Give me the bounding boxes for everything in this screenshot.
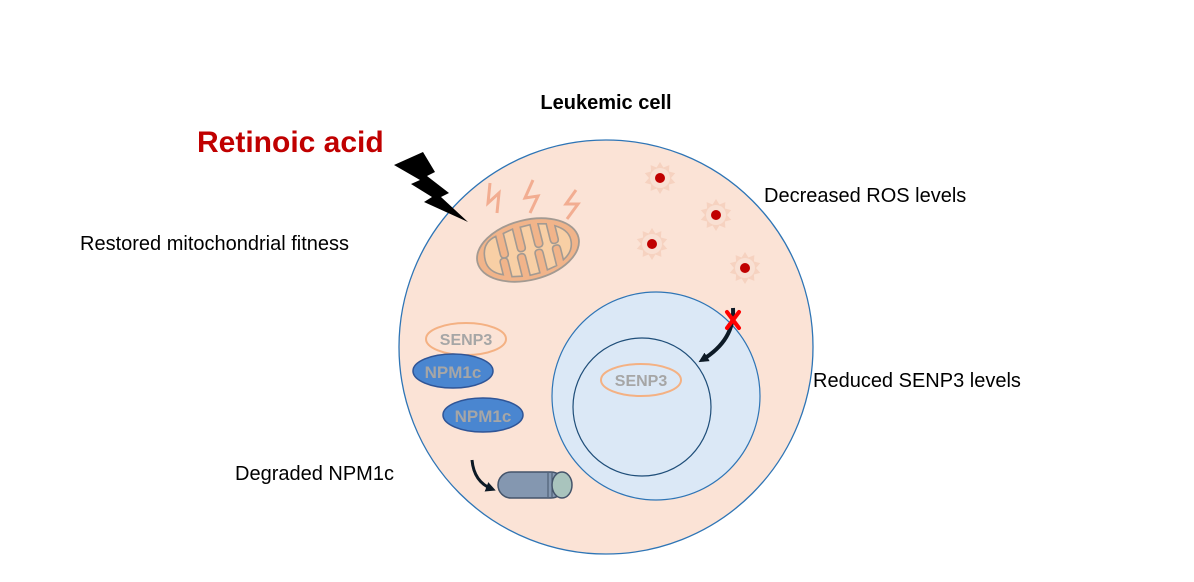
- nuclear-senp3-label: SENP3: [615, 373, 668, 390]
- blocked-import-arrow: [698, 307, 736, 363]
- npm1c-bound: NPM1c: [412, 353, 494, 389]
- npm1c-annotation: Degraded NPM1c: [235, 463, 394, 485]
- ros-particle: [729, 252, 761, 284]
- ros-particle: [700, 199, 732, 231]
- senp3-annotation: Reduced SENP3 levels: [813, 370, 1021, 392]
- proteasome-icon: [497, 471, 573, 499]
- mitochondria-annotation: Restored mitochondrial fitness: [80, 233, 349, 255]
- cytoplasmic-senp3-label: SENP3: [440, 332, 493, 349]
- ros-annotation: Decreased ROS levels: [764, 185, 966, 207]
- ros-particle: [636, 228, 668, 260]
- ros-particles: [636, 162, 761, 284]
- energy-spark-icons: [486, 179, 581, 220]
- npm1c-bound-label: NPM1c: [425, 363, 482, 382]
- npm1c-free-label: NPM1c: [455, 407, 512, 426]
- blocked-x-icon: [725, 310, 741, 330]
- degradation-arrow: [470, 459, 496, 492]
- lightning-bolt-icon: [394, 152, 468, 222]
- diagram-title: Leukemic cell: [540, 92, 671, 114]
- treatment-label: Retinoic acid: [197, 126, 384, 159]
- ros-dot: [711, 210, 721, 220]
- npm1c-free: NPM1c: [442, 397, 524, 433]
- nuclear-senp3: SENP3: [600, 363, 682, 397]
- ros-dot: [647, 239, 657, 249]
- nucleolus: [572, 337, 712, 477]
- ros-dot: [740, 263, 750, 273]
- mitochondrion-icon: [476, 217, 580, 283]
- cytoplasmic-senp3: SENP3: [425, 322, 507, 356]
- ros-particle: [644, 162, 676, 194]
- ros-dot: [655, 173, 665, 183]
